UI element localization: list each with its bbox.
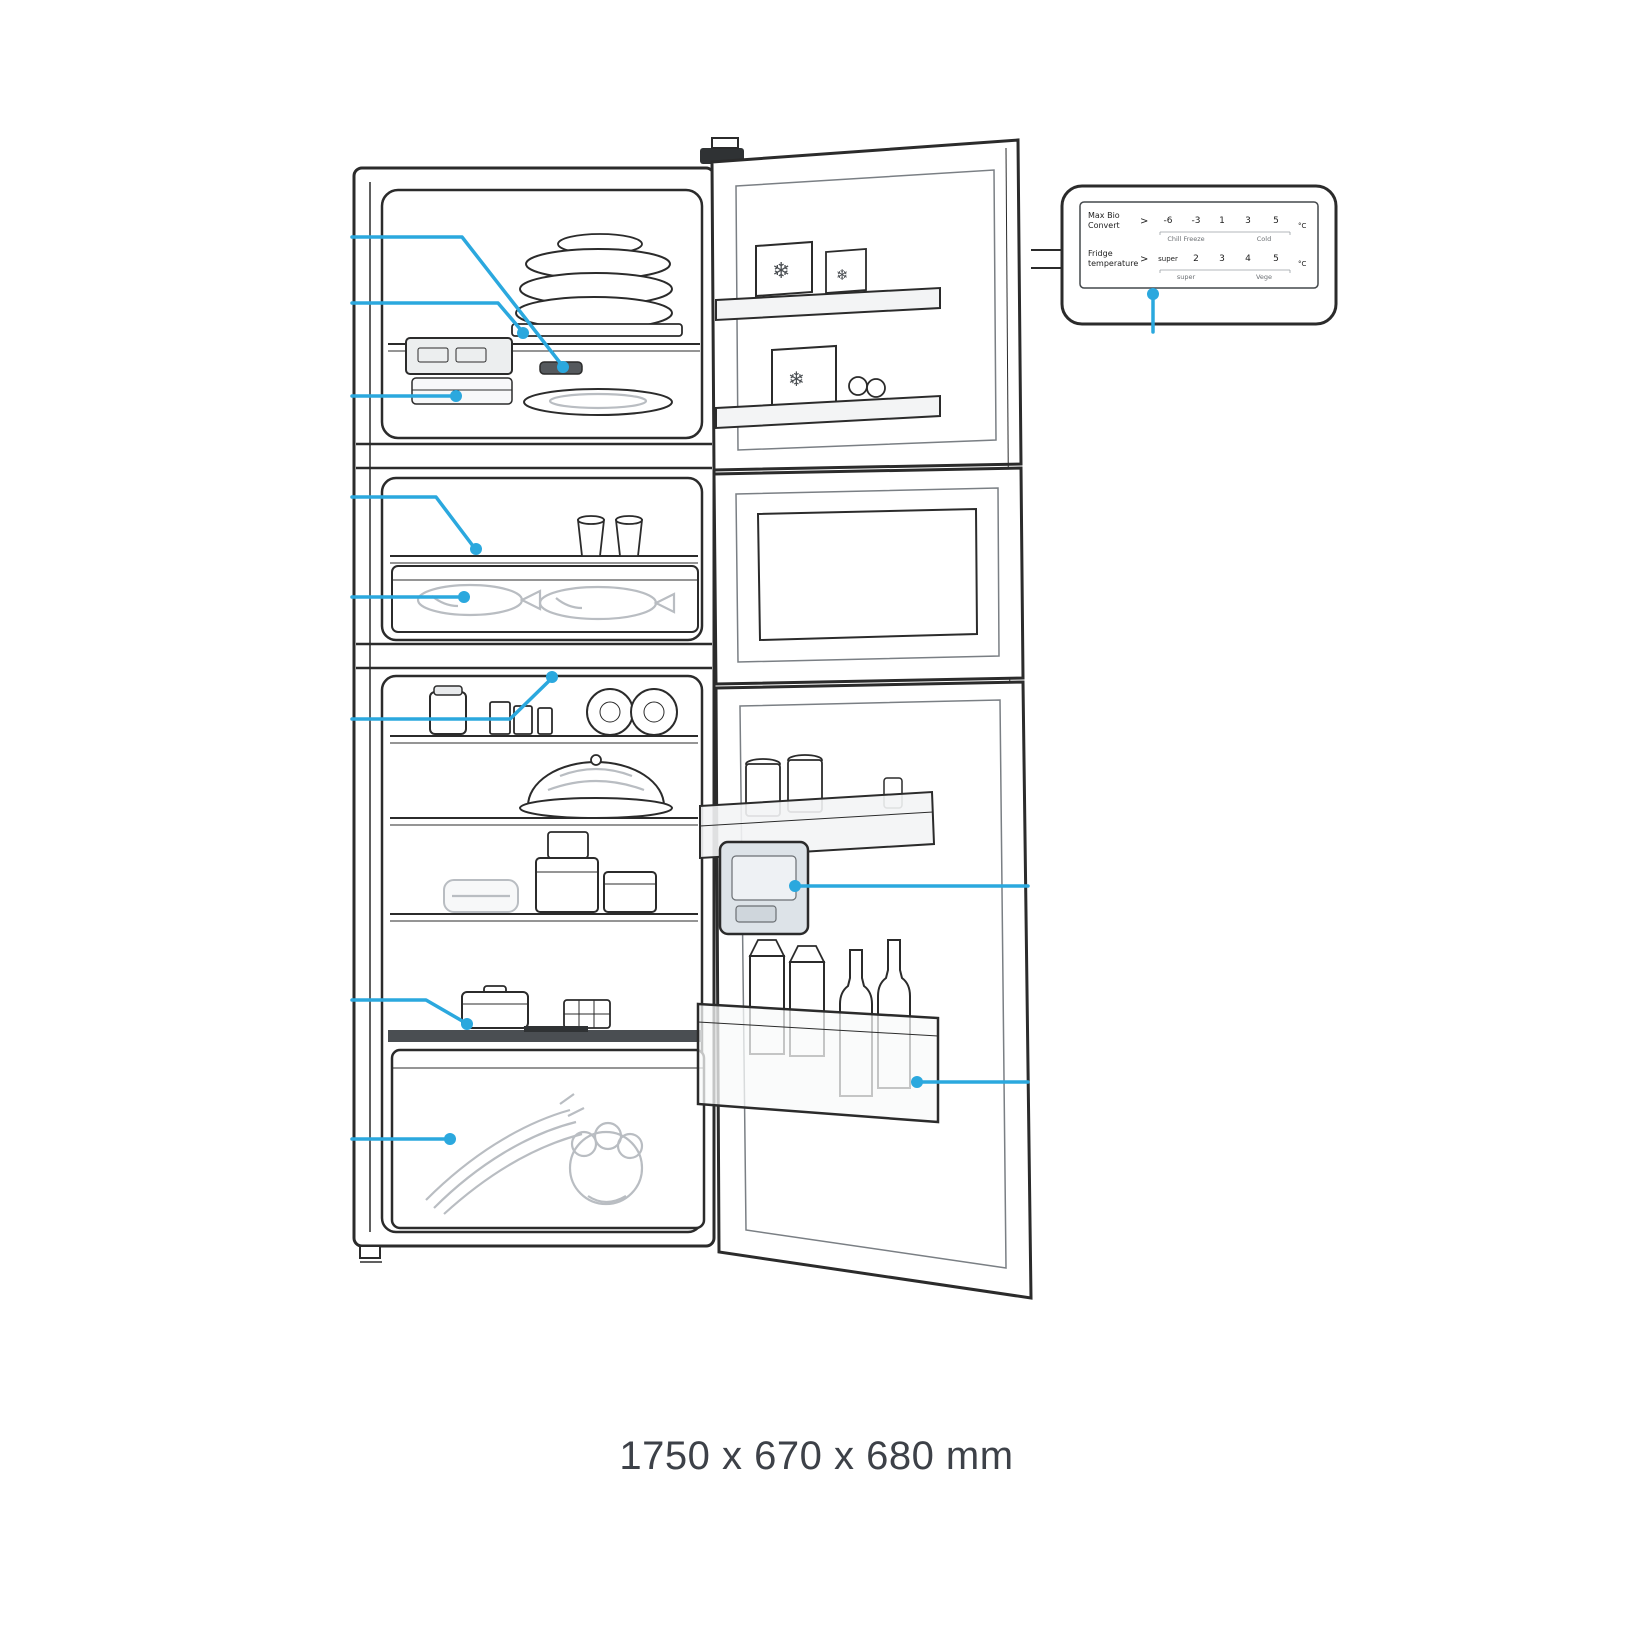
fridge-door: ❄ ❄ ❄ bbox=[696, 137, 1033, 1300]
panel-row2-tick: super bbox=[1158, 255, 1178, 263]
freezer-compartment bbox=[380, 188, 704, 440]
ice-ball bbox=[866, 378, 886, 398]
middle-door-panel bbox=[756, 507, 979, 642]
panel-row1-arrow: > bbox=[1140, 216, 1148, 227]
cups bbox=[576, 515, 644, 557]
vegetables bbox=[425, 1093, 644, 1215]
panel-row1-tick: -6 bbox=[1164, 216, 1173, 226]
freezer-door-bin-2 bbox=[715, 394, 941, 430]
panel-row2-tick: 5 bbox=[1273, 254, 1279, 264]
callouts bbox=[350, 235, 1159, 1145]
folded-cloth bbox=[443, 879, 519, 913]
panel-row2-label-2: temperature bbox=[1088, 259, 1138, 268]
frozen-food-stack bbox=[511, 233, 683, 337]
callout-dot bbox=[517, 327, 529, 339]
fish bbox=[416, 583, 676, 621]
snowflake-icon: ❄ bbox=[788, 367, 805, 391]
callout-dot bbox=[461, 1018, 473, 1030]
callout-dot bbox=[470, 543, 482, 555]
callout-freezer-lamp bbox=[350, 235, 563, 366]
callout-dot bbox=[444, 1133, 456, 1145]
bottle-guard bbox=[696, 1002, 940, 1124]
frozen-box-2 bbox=[825, 248, 867, 294]
frozen-box-1 bbox=[755, 240, 813, 298]
lunch-boxes bbox=[461, 985, 611, 1029]
panel-row2-unit: °C bbox=[1298, 260, 1307, 268]
ice-ball bbox=[848, 376, 868, 396]
panel-row2-tick: 2 bbox=[1193, 254, 1199, 264]
callout-chill-shelf bbox=[350, 495, 475, 548]
panel-row1-tick: 5 bbox=[1273, 216, 1279, 226]
door-bin-upper bbox=[699, 754, 936, 860]
chill-drawer bbox=[391, 565, 699, 633]
panel-row1-unit: °C bbox=[1298, 222, 1307, 230]
callout-dot bbox=[450, 390, 462, 402]
callout-dot bbox=[1147, 288, 1159, 300]
chill-compartment bbox=[380, 476, 704, 642]
cake-dome bbox=[519, 754, 673, 819]
panel-row1-subright: Cold bbox=[1257, 235, 1271, 243]
round-containers bbox=[586, 688, 678, 736]
panel-row1-label-2: Convert bbox=[1088, 221, 1120, 230]
storage-containers bbox=[535, 831, 657, 913]
freezer-door-bin-1 bbox=[715, 286, 941, 322]
snowflake-icon: ❄ bbox=[772, 259, 790, 284]
water-dispenser bbox=[718, 840, 810, 936]
panel-row1-tick: -3 bbox=[1192, 216, 1201, 226]
panel-row2-arrow: > bbox=[1140, 254, 1148, 265]
temperature-display bbox=[1079, 201, 1319, 289]
fridge-foot bbox=[359, 1245, 381, 1259]
panel-row1-label-1: Max Bio bbox=[1088, 211, 1120, 220]
callout-dot bbox=[458, 591, 470, 603]
middle-door bbox=[712, 466, 1025, 686]
freezer-door: ❄ ❄ ❄ bbox=[710, 138, 1023, 1287]
panel-row1-tick: 3 bbox=[1245, 216, 1251, 226]
freezer-tray bbox=[523, 388, 673, 416]
snowflake-icon: ❄ bbox=[836, 266, 849, 284]
callout-freezer-shelf bbox=[350, 301, 523, 332]
panel-row1-tick: 1 bbox=[1219, 216, 1225, 226]
crisper-handle bbox=[524, 1026, 588, 1032]
panel-row2-tick: 3 bbox=[1219, 254, 1225, 264]
callout-dot bbox=[557, 361, 569, 373]
callout-dot bbox=[911, 1076, 923, 1088]
control-panel: Max Bio Convert > -6 -3 1 3 5 °C Chill F… bbox=[1031, 184, 1338, 326]
crisper-rail bbox=[388, 1030, 702, 1042]
vegetable-box bbox=[390, 1048, 706, 1230]
callout-dot bbox=[789, 880, 801, 892]
lower-door bbox=[696, 680, 1033, 1300]
panel-row2-subright: Vege bbox=[1256, 273, 1272, 281]
panel-row1-subleft: Chill Freeze bbox=[1167, 235, 1204, 243]
dimensions-caption: 1750 x 670 x 680 mm bbox=[619, 1434, 1014, 1478]
fridge-compartment bbox=[380, 674, 706, 1234]
panel-row2-subleft: super bbox=[1177, 273, 1196, 281]
panel-row2-tick: 4 bbox=[1245, 254, 1251, 264]
callout-multi-vent bbox=[350, 678, 552, 721]
panel-row2-label-1: Fridge bbox=[1088, 249, 1113, 258]
callout-dot bbox=[546, 671, 558, 683]
callout-shelf-rail bbox=[350, 998, 466, 1024]
